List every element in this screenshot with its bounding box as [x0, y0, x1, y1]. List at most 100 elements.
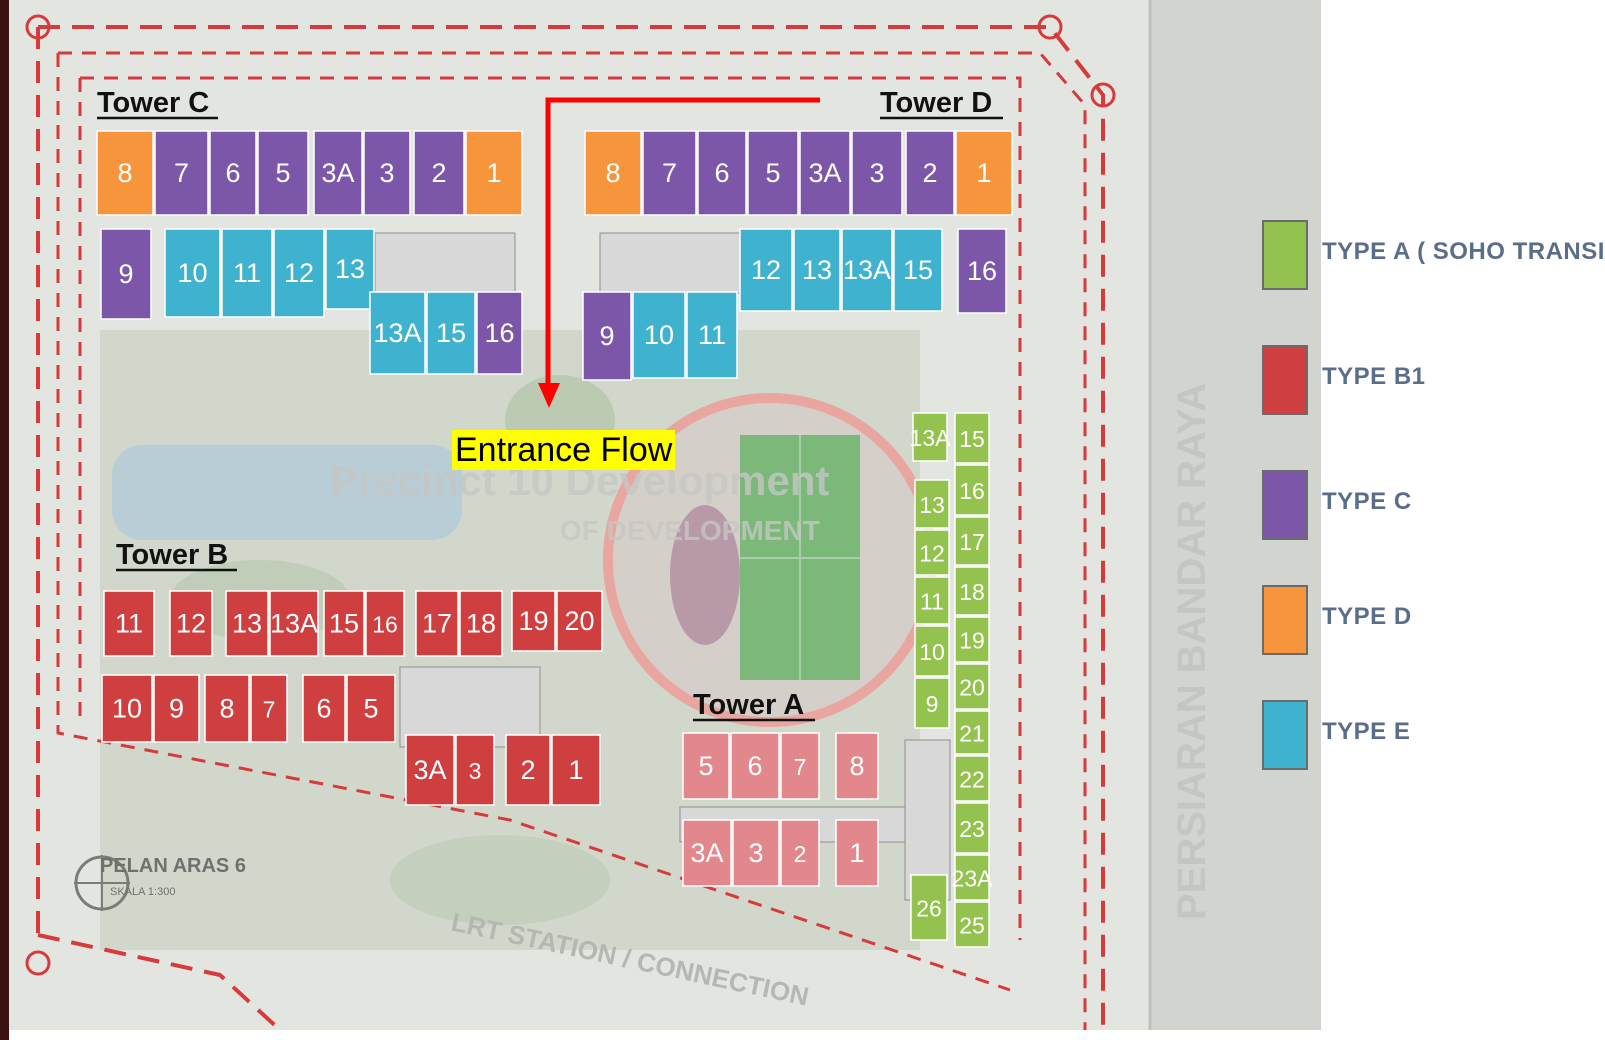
unit-block[interactable]	[257, 130, 309, 216]
unit-block[interactable]	[914, 529, 950, 576]
entrance-arrow-head	[538, 383, 560, 408]
unit-block[interactable]	[413, 130, 465, 216]
unit-block[interactable]	[841, 228, 893, 312]
unit-block[interactable]	[642, 130, 697, 216]
unit-label: 12	[284, 258, 314, 288]
unit-block[interactable]	[250, 674, 288, 743]
tower-b-title: Tower B	[116, 539, 228, 571]
unit-label: 2	[520, 755, 535, 785]
unit-block[interactable]	[164, 228, 221, 318]
unit-block[interactable]	[551, 734, 601, 806]
unit-block[interactable]	[465, 130, 523, 216]
unit-block[interactable]	[505, 734, 551, 806]
unit-block[interactable]	[369, 291, 426, 375]
unit-label: 15	[959, 426, 985, 452]
unit-label: 12	[176, 609, 206, 639]
unit-block[interactable]	[739, 228, 793, 312]
unit-block[interactable]	[835, 819, 879, 887]
legend-item-type-a: TYPE A ( SOHO TRANSIT)	[1262, 220, 1605, 290]
unit-block[interactable]	[910, 874, 948, 941]
unit-block[interactable]	[459, 590, 503, 657]
unit-block[interactable]	[313, 130, 363, 216]
unit-block[interactable]	[957, 228, 1007, 314]
unit-label: 9	[599, 321, 614, 351]
unit-block[interactable]	[730, 732, 780, 800]
unit-block[interactable]	[697, 130, 747, 216]
unit-block[interactable]	[955, 130, 1013, 216]
unit-block[interactable]	[582, 291, 632, 381]
unit-block[interactable]	[426, 291, 476, 375]
unit-block[interactable]	[954, 464, 990, 516]
unit-block[interactable]	[914, 625, 950, 677]
unit-block[interactable]	[511, 590, 556, 652]
unit-block[interactable]	[455, 734, 495, 806]
left-edge-strip	[0, 0, 9, 1040]
unit-block[interactable]	[154, 130, 209, 216]
unit-block[interactable]	[954, 802, 990, 854]
unit-label: 21	[959, 721, 985, 747]
unit-block[interactable]	[851, 130, 903, 216]
legend-label: TYPE D	[1322, 603, 1412, 630]
unit-block[interactable]	[556, 590, 603, 652]
unit-block[interactable]	[365, 590, 405, 657]
unit-block[interactable]	[273, 228, 325, 318]
unit-label: 19	[959, 628, 985, 654]
unit-block[interactable]	[954, 663, 990, 710]
unit-block[interactable]	[747, 130, 799, 216]
unit-block[interactable]	[363, 130, 411, 216]
unit-block[interactable]	[169, 590, 213, 657]
unit-label: 1	[486, 158, 501, 188]
unit-block[interactable]	[954, 901, 990, 948]
unit-block[interactable]	[153, 674, 200, 743]
unit-block[interactable]	[793, 228, 841, 312]
unit-block[interactable]	[912, 412, 948, 462]
unit-label: 1	[568, 755, 583, 785]
unit-block[interactable]	[405, 734, 455, 806]
unit-block[interactable]	[914, 677, 950, 729]
unit-block[interactable]	[954, 616, 990, 663]
unit-label: 7	[794, 754, 807, 780]
unit-block[interactable]	[100, 228, 152, 320]
unit-block[interactable]	[96, 130, 154, 216]
unit-block[interactable]	[682, 819, 732, 887]
unit-block[interactable]	[954, 566, 990, 616]
unit-block[interactable]	[101, 674, 153, 743]
entrance-flow-label: Entrance Flow	[452, 430, 676, 470]
unit-label: 20	[959, 675, 985, 701]
unit-block[interactable]	[954, 412, 990, 464]
unit-block[interactable]	[954, 516, 990, 566]
unit-block[interactable]	[954, 755, 990, 802]
unit-block[interactable]	[209, 130, 257, 216]
unit-block[interactable]	[682, 732, 730, 800]
unit-label: 3A	[690, 838, 723, 868]
unit-block[interactable]	[954, 854, 990, 901]
unit-block[interactable]	[221, 228, 273, 318]
unit-block[interactable]	[302, 674, 346, 743]
unit-block[interactable]	[204, 674, 250, 743]
unit-block[interactable]	[905, 130, 955, 216]
unit-label: 15	[329, 609, 359, 639]
unit-block[interactable]	[686, 291, 738, 379]
unit-block[interactable]	[415, 590, 459, 657]
unit-block[interactable]	[732, 819, 780, 887]
unit-block[interactable]	[225, 590, 269, 657]
unit-block[interactable]	[780, 819, 820, 887]
unit-block[interactable]	[780, 732, 820, 800]
unit-block[interactable]	[584, 130, 642, 216]
unit-block[interactable]	[269, 590, 319, 657]
unit-label: 5	[698, 751, 713, 781]
unit-block[interactable]	[954, 710, 990, 755]
unit-block[interactable]	[914, 576, 950, 625]
unit-block[interactable]	[632, 291, 686, 379]
unit-label: 11	[920, 589, 944, 615]
unit-block[interactable]	[323, 590, 365, 657]
unit-block[interactable]	[835, 732, 879, 800]
unit-block[interactable]	[476, 291, 523, 375]
unit-block[interactable]	[325, 228, 375, 310]
unit-block[interactable]	[103, 590, 155, 657]
unit-block[interactable]	[799, 130, 851, 216]
unit-block[interactable]	[893, 228, 943, 312]
unit-block[interactable]	[346, 674, 396, 743]
unit-label: 8	[219, 694, 234, 724]
unit-block[interactable]	[914, 479, 950, 529]
